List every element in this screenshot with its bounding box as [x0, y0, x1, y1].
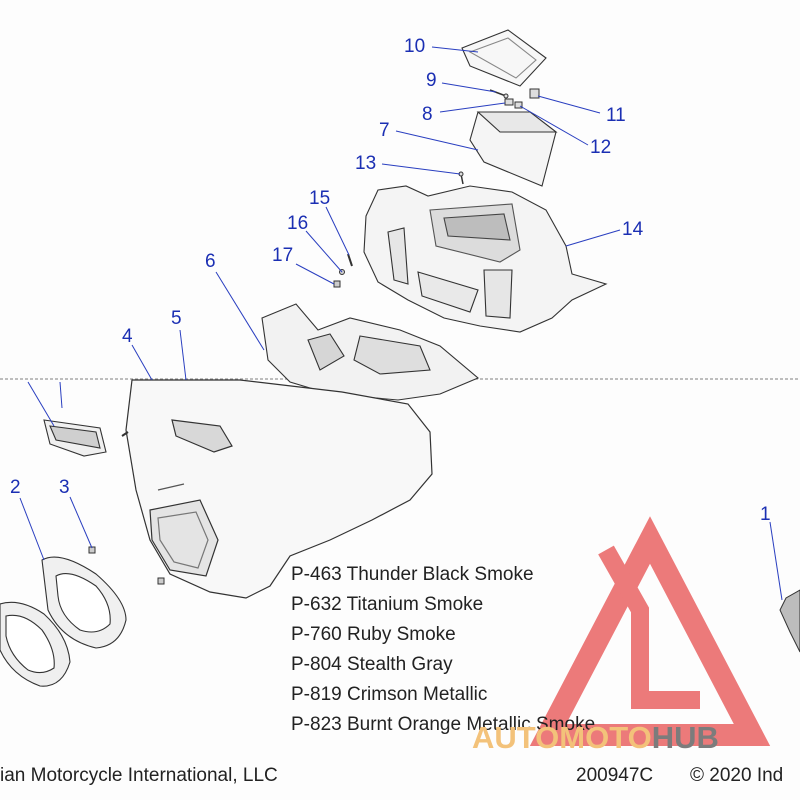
watermark-logo [529, 516, 771, 746]
part-4-lamp-housing [43, 419, 107, 457]
paint-code-5: P-819 Crimson Metallic [291, 684, 488, 705]
leader-16 [305, 230, 343, 273]
callout-16: 16 [287, 213, 309, 234]
footer-copyright: © 2020 Ind [690, 765, 784, 786]
callout-17: 17 [272, 245, 294, 266]
leader-9 [441, 82, 497, 93]
paint-code-4: P-804 Stealth Gray [291, 654, 453, 675]
part-12-clip [514, 101, 523, 109]
leader-10 [431, 46, 479, 53]
callout-7: 7 [379, 120, 390, 141]
part-2-trim-ring [41, 556, 127, 649]
leader-6 [215, 271, 265, 351]
part-14-inner-fairing [363, 185, 608, 333]
footer-company: ian Motorcycle International, LLC [0, 765, 278, 786]
trim-ring-rear [0, 601, 71, 687]
callout-11: 11 [606, 105, 626, 126]
part-7-storage-bin [469, 111, 558, 187]
leader-lines [19, 46, 783, 601]
leader-17 [295, 263, 335, 285]
callout-2: 2 [10, 477, 21, 498]
watermark-part1: AUTOMOTO [472, 720, 652, 755]
callout-4: 4 [122, 326, 133, 347]
paint-code-1: P-463 Thunder Black Smoke [291, 564, 534, 585]
leader-5 [179, 329, 187, 381]
callout-6: 6 [205, 251, 216, 272]
part-8-nut [504, 98, 514, 106]
leader-11 [537, 95, 601, 114]
leader-4 [131, 344, 153, 381]
part-17-nut [333, 280, 341, 288]
callout-8: 8 [422, 104, 433, 125]
part-6-fairing-frame [261, 303, 480, 401]
leader-15 [325, 206, 350, 256]
leader-12 [519, 105, 589, 146]
fastener-lower [157, 577, 165, 585]
paint-code-2: P-632 Titanium Smoke [291, 594, 484, 615]
part-5-outer-fairing [125, 379, 433, 599]
callout-14: 14 [622, 219, 644, 240]
footer-drawing-number: 200947C [576, 765, 654, 786]
callout-5: 5 [171, 308, 182, 329]
leader-3 [69, 496, 93, 549]
callout-9: 9 [426, 70, 437, 91]
part-4-fastener [121, 431, 129, 437]
leader-4b [27, 381, 55, 427]
watermark-part2: HUB [651, 720, 719, 755]
paint-code-6: P-823 Burnt Orange Metallic Smoke [291, 714, 596, 735]
part-15-bolt [347, 253, 353, 267]
leader-14 [565, 229, 621, 247]
part-10-lid [461, 29, 547, 87]
watermark-text: AUTOMOTOHUB [472, 722, 719, 753]
leader-7 [395, 130, 479, 151]
part-11-clip [529, 88, 540, 99]
leader-2 [19, 497, 45, 561]
paint-code-3: P-760 Ruby Smoke [291, 624, 456, 645]
leader-4c [59, 381, 63, 409]
leader-8 [439, 102, 506, 113]
callout-3: 3 [59, 477, 70, 498]
callout-13: 13 [355, 153, 377, 174]
callout-15: 15 [309, 188, 331, 209]
leader-13 [381, 163, 461, 175]
leader-1 [769, 521, 783, 601]
callout-10: 10 [404, 36, 426, 57]
callout-12: 12 [590, 137, 612, 158]
callout-1: 1 [760, 504, 771, 525]
part-1-lens [779, 589, 800, 653]
